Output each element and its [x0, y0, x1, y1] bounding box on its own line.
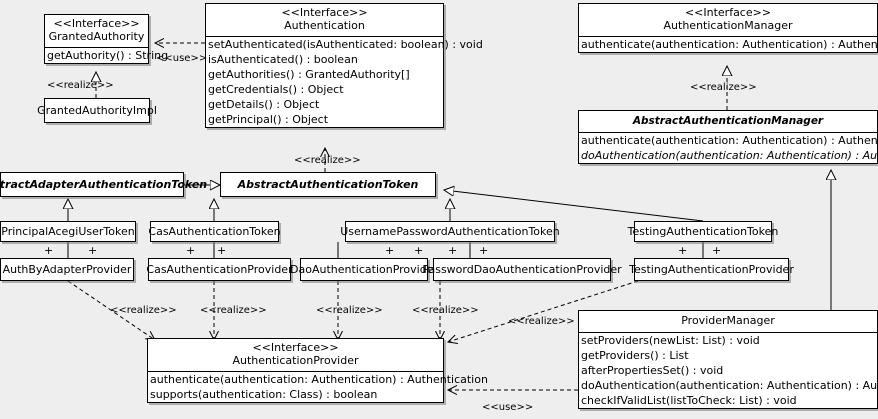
edge-label-realize-granted-authority-impl: <<realize>>	[47, 80, 114, 91]
methods-compartment: setAuthenticated(isAuthenticated: boolea…	[206, 36, 483, 127]
method-row: authenticate(authentication: Authenticat…	[581, 38, 878, 51]
assoc-marker: +	[414, 244, 424, 257]
method-row: getAuthority() : String	[47, 49, 169, 62]
method-row: getProviders() : List	[581, 349, 689, 362]
class-header: ProviderManager	[579, 311, 877, 332]
class-abstract-authentication-token[interactable]: AbstractAuthenticationToken	[220, 172, 436, 197]
class-authentication[interactable]: <<Interface>> Authentication setAuthenti…	[205, 3, 483, 128]
class-name: CasAuthenticationProvider	[146, 262, 293, 276]
edge-label-realize-password-dao-provider: <<realize>>	[412, 305, 479, 316]
methods-compartment: authenticate(authentication: Authenticat…	[579, 132, 878, 163]
method-row: isAuthenticated() : boolean	[208, 53, 358, 66]
class-principal-acegi-user-token[interactable]: PrincipalAcegiUserToken	[0, 221, 136, 242]
assoc-marker: +	[44, 244, 54, 257]
class-cas-authentication-token[interactable]: CasAuthenticationToken	[148, 221, 281, 242]
class-header: <<Interface>> AuthenticationManager	[579, 4, 877, 36]
assoc-marker: +	[88, 244, 98, 257]
class-name: AbstractAuthenticationToken	[237, 177, 419, 191]
class-name: GrantedAuthority	[48, 30, 145, 43]
class-authentication-manager[interactable]: <<Interface>> AuthenticationManager auth…	[578, 3, 878, 53]
method-row: checkIfValidList(listToCheck: List) : vo…	[581, 394, 797, 407]
stereotype-label: <<Interface>>	[252, 341, 339, 354]
methods-compartment: getAuthority() : String	[45, 47, 169, 63]
method-row: doAuthentication(authentication: Authent…	[581, 379, 878, 392]
class-auth-by-adapter-provider[interactable]: AuthByAdapterProvider	[0, 258, 134, 281]
assoc-marker: +	[186, 244, 196, 257]
class-cas-authentication-provider[interactable]: CasAuthenticationProvider	[146, 258, 293, 281]
method-row: getCredentials() : Object	[208, 83, 344, 96]
class-name: AuthenticationProvider	[232, 354, 359, 367]
edge-label-realize-auth-manager: <<realize>>	[690, 82, 757, 93]
class-name: TestingAuthenticationToken	[627, 224, 779, 238]
method-row: afterPropertiesSet() : void	[581, 364, 724, 377]
class-name: PrincipalAcegiUserToken	[1, 224, 135, 238]
class-name: AuthenticationManager	[663, 19, 793, 32]
class-name: UsernamePasswordAuthenticationToken	[340, 224, 560, 238]
edge-label-use-provider-manager: <<use>>	[482, 402, 534, 413]
assoc-marker: +	[385, 244, 395, 257]
method-row: getDetails() : Object	[208, 98, 320, 111]
stereotype-label: <<Interface>>	[281, 6, 368, 19]
class-granted-authority-impl[interactable]: GrantedAuthorityImpl	[37, 98, 157, 123]
class-testing-authentication-token[interactable]: TestingAuthenticationToken	[628, 221, 778, 242]
edge-label-realize-auth-by-adapter: <<realize>>	[110, 305, 177, 316]
methods-compartment: setProviders(newList: List) : void getPr…	[579, 332, 878, 408]
methods-compartment: authenticate(authentication: Authenticat…	[148, 371, 488, 402]
class-abstract-authentication-manager[interactable]: AbstractAuthenticationManager authentica…	[578, 110, 878, 164]
class-name: DaoAuthenticationProvider	[290, 262, 438, 276]
edge-label-realize-abstract-auth-token: <<realize>>	[294, 155, 361, 166]
class-header: <<Interface>> Authentication	[206, 4, 443, 36]
edge-label-use-granted-authority: <<use>>	[156, 53, 208, 64]
method-row: authenticate(authentication: Authenticat…	[581, 134, 878, 147]
stereotype-label: <<Interface>>	[53, 17, 140, 30]
class-granted-authority[interactable]: <<Interface>> GrantedAuthority getAuthor…	[44, 14, 169, 64]
class-header: AbstractAuthenticationManager	[579, 111, 877, 132]
assoc-marker: +	[678, 244, 688, 257]
method-row: supports(authentication: Class) : boolea…	[150, 388, 378, 401]
stereotype-label: <<Interface>>	[684, 6, 772, 19]
class-dao-authentication-provider[interactable]: DaoAuthenticationProvider	[290, 258, 438, 281]
class-provider-manager[interactable]: ProviderManager setProviders(newList: Li…	[578, 310, 878, 409]
class-username-password-authentication-token[interactable]: UsernamePasswordAuthenticationToken	[340, 221, 560, 242]
edge-label-realize-cas-provider: <<realize>>	[200, 305, 267, 316]
class-header: <<Interface>> GrantedAuthority	[45, 15, 148, 47]
class-authentication-provider[interactable]: <<Interface>> AuthenticationProvider aut…	[147, 338, 488, 403]
class-name: TestingAuthenticationProvider	[629, 262, 794, 276]
class-abstract-adapter-authentication-token[interactable]: AbstractAdapterAuthenticationToken	[0, 172, 207, 197]
class-name: AbstractAuthenticationManager	[632, 115, 824, 127]
assoc-marker: +	[217, 244, 227, 257]
class-testing-authentication-provider[interactable]: TestingAuthenticationProvider	[629, 258, 794, 281]
method-row: authenticate(authentication: Authenticat…	[150, 373, 488, 386]
method-row: setProviders(newList: List) : void	[581, 334, 760, 347]
method-row: setAuthenticated(isAuthenticated: boolea…	[208, 38, 483, 51]
class-name: GrantedAuthorityImpl	[37, 103, 157, 117]
assoc-marker: +	[479, 244, 489, 257]
edge-label-realize-dao-provider: <<realize>>	[316, 305, 383, 316]
class-name: Authentication	[284, 19, 365, 32]
assoc-marker: +	[712, 244, 722, 257]
class-name: CasAuthenticationToken	[148, 224, 281, 238]
method-row: getPrincipal() : Object	[208, 113, 329, 126]
class-header: <<Interface>> AuthenticationProvider	[148, 339, 443, 371]
edge-label-realize-testing-provider: <<realize>>	[508, 316, 575, 327]
methods-compartment: authenticate(authentication: Authenticat…	[579, 36, 878, 52]
assoc-marker: +	[448, 244, 458, 257]
class-name: ProviderManager	[681, 314, 775, 327]
class-name: AbstractAdapterAuthenticationToken	[0, 177, 208, 191]
class-name: AuthByAdapterProvider	[2, 262, 132, 276]
class-password-dao-authentication-provider[interactable]: PasswordDaoAuthenticationProvider	[422, 258, 622, 281]
method-row-abstract: doAuthentication(authentication: Authent…	[581, 149, 878, 162]
method-row: getAuthorities() : GrantedAuthority[]	[208, 68, 410, 81]
class-name: PasswordDaoAuthenticationProvider	[422, 262, 622, 276]
